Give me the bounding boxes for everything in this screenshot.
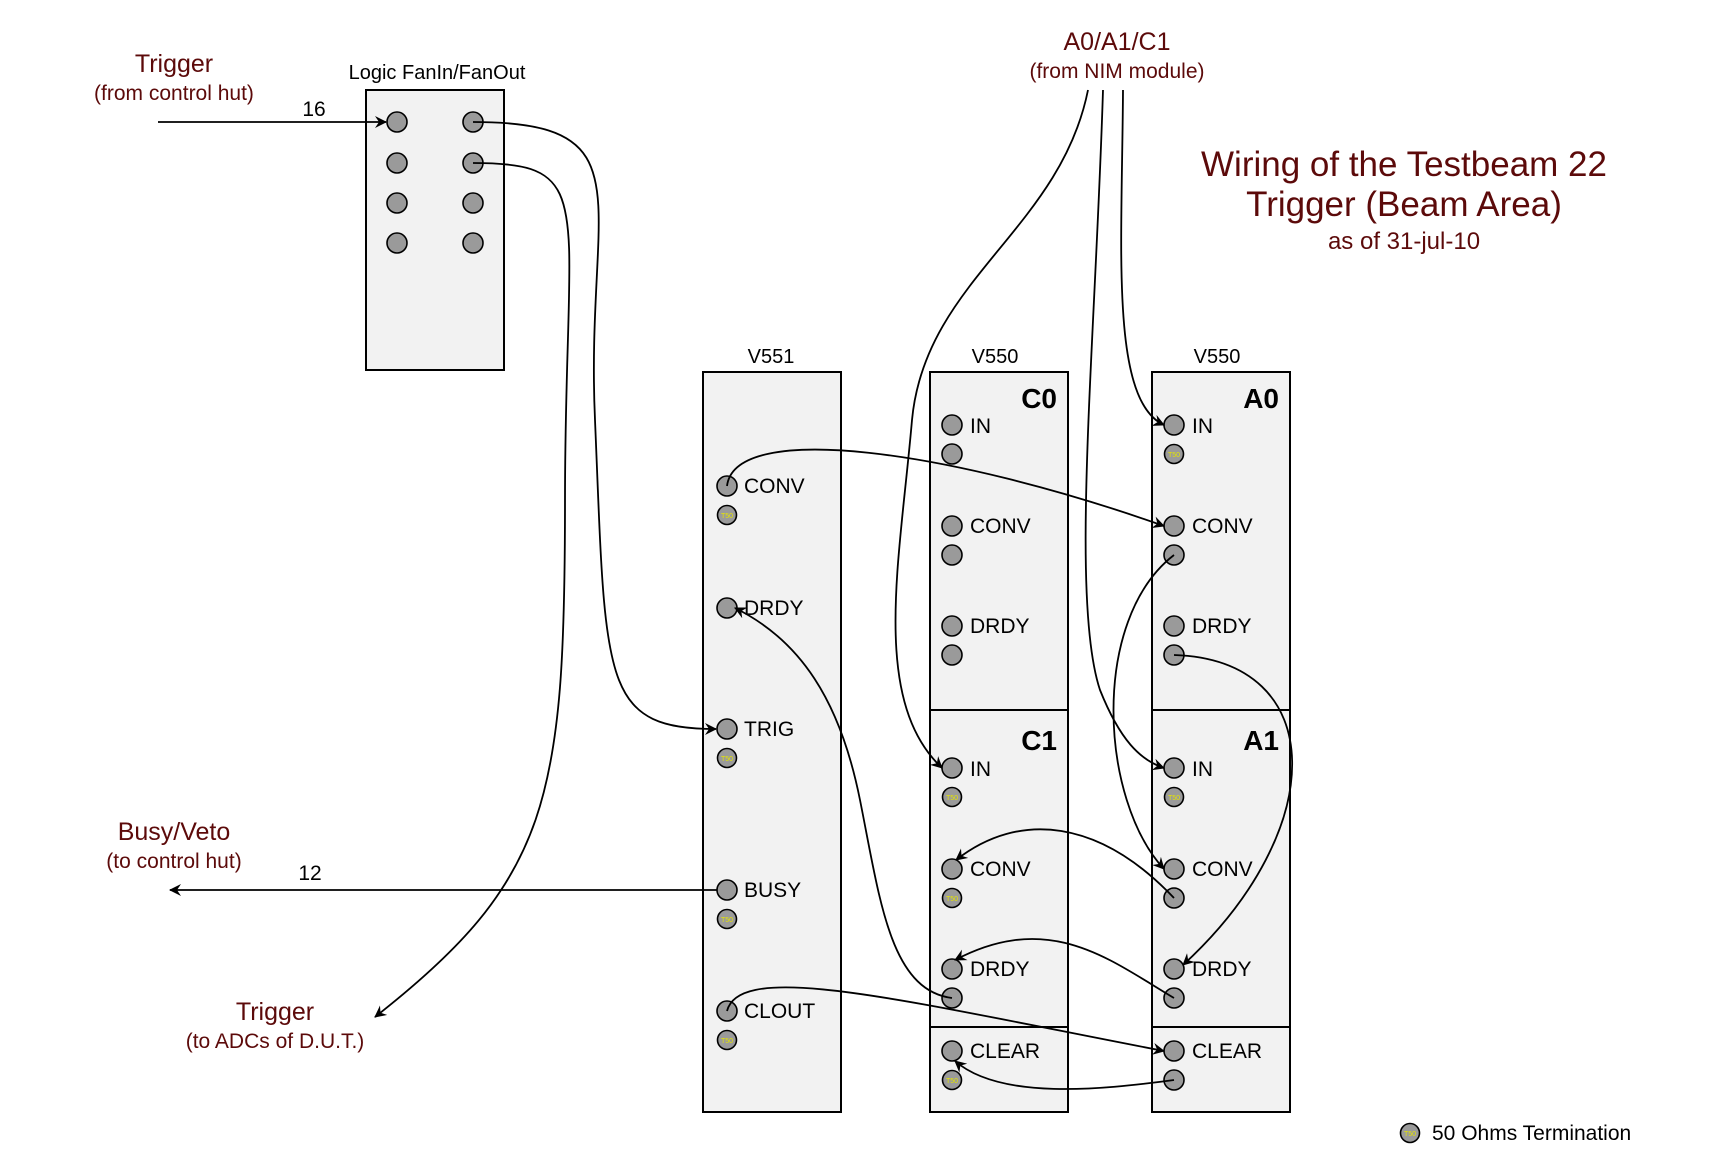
c1-in-connector: [941, 757, 963, 779]
a-clear-connector: [1163, 1040, 1185, 1062]
svg-text:Trigger (Beam Area): Trigger (Beam Area): [1246, 185, 1562, 224]
svg-text:12: 12: [298, 862, 321, 885]
svg-text:V550: V550: [972, 346, 1019, 368]
svg-text:Wiring of the Testbeam 22: Wiring of the Testbeam 22: [1201, 145, 1607, 184]
fanout-output-3: [462, 192, 484, 214]
svg-text:CONV: CONV: [970, 858, 1031, 881]
svg-text:DRDY: DRDY: [970, 958, 1030, 981]
nim-module-label: A0/A1/C1 (from NIM module): [1029, 28, 1204, 83]
v551-module: V551 CONV DRDY TRIG BUSY CLOUT: [702, 346, 842, 1113]
svg-text:(to control hut): (to control hut): [106, 850, 241, 873]
svg-text:IN: IN: [970, 758, 991, 781]
svg-text:(to ADCs of D.U.T.): (to ADCs of D.U.T.): [186, 1030, 365, 1053]
a1-drdy-connector: [1163, 958, 1185, 980]
svg-text:Busy/Veto: Busy/Veto: [118, 818, 231, 846]
c1-conv-connector: [941, 858, 963, 880]
fanout-input-1: [386, 111, 408, 133]
svg-text:DRDY: DRDY: [1192, 615, 1252, 638]
svg-text:(from NIM module): (from NIM module): [1029, 60, 1204, 83]
a1-in-connector: [1163, 757, 1185, 779]
svg-text:IN: IN: [970, 415, 991, 438]
busy-veto-label: Busy/Veto (to control hut) 12: [106, 818, 321, 885]
v550-c-module: V550 C0 IN CONV DRDY C1 IN CONV DRDY CLE…: [929, 346, 1069, 1113]
svg-text:V551: V551: [748, 346, 795, 368]
svg-text:Trigger: Trigger: [135, 50, 213, 78]
a0-drdy-connector: [1163, 615, 1185, 637]
svg-text:TRIG: TRIG: [744, 718, 794, 741]
svg-text:IN: IN: [1192, 758, 1213, 781]
fanout-input-3: [386, 192, 408, 214]
c0-conv-connector: [941, 515, 963, 537]
svg-text:A0/A1/C1: A0/A1/C1: [1063, 28, 1170, 56]
c0-drdy-connector: [941, 615, 963, 637]
wires: [158, 89, 1293, 1090]
svg-text:50 Ohms Termination: 50 Ohms Termination: [1432, 1122, 1631, 1145]
svg-text:Logic FanIn/FanOut: Logic FanIn/FanOut: [349, 62, 526, 84]
svg-text:DRDY: DRDY: [1192, 958, 1252, 981]
fanout-output-4: [462, 232, 484, 254]
diagram-title: Wiring of the Testbeam 22 Trigger (Beam …: [1201, 145, 1607, 255]
a0-in-connector: [1163, 414, 1185, 436]
svg-text:V550: V550: [1194, 346, 1241, 368]
svg-text:CONV: CONV: [970, 515, 1031, 538]
svg-text:(from control hut): (from control hut): [94, 82, 254, 105]
v551-trig-connector: [716, 718, 738, 740]
logic-fanin-fanout-module: Logic FanIn/FanOut: [349, 62, 526, 371]
svg-text:C1: C1: [1021, 725, 1057, 756]
svg-text:DRDY: DRDY: [970, 615, 1030, 638]
fanout-input-2: [386, 152, 408, 174]
svg-text:16: 16: [302, 98, 325, 121]
svg-text:BUSY: BUSY: [744, 879, 801, 902]
a0-conv-connector: [1163, 515, 1185, 537]
c-clear-connector: [941, 1040, 963, 1062]
c1-drdy-connector: [941, 958, 963, 980]
svg-text:A1: A1: [1243, 725, 1279, 756]
svg-text:CONV: CONV: [1192, 858, 1253, 881]
svg-text:A0: A0: [1243, 383, 1279, 414]
trigger-from-control-hut-label: Trigger (from control hut) 16: [94, 50, 326, 121]
svg-text:CLEAR: CLEAR: [1192, 1040, 1262, 1063]
trigger-to-dut-label: Trigger (to ADCs of D.U.T.): [186, 998, 365, 1053]
svg-text:as of 31-jul-10: as of 31-jul-10: [1328, 228, 1480, 255]
svg-text:CLOUT: CLOUT: [744, 1000, 815, 1023]
c0-in-connector: [941, 414, 963, 436]
svg-text:Trigger: Trigger: [236, 998, 314, 1026]
svg-text:DRDY: DRDY: [744, 597, 804, 620]
svg-text:C0: C0: [1021, 383, 1057, 414]
v551-busy-connector: [716, 879, 738, 901]
v550-a-module: V550 A0 IN CONV DRDY A1 IN CONV DRDY CLE…: [1151, 346, 1291, 1113]
svg-text:CONV: CONV: [1192, 515, 1253, 538]
fanout-input-4: [386, 232, 408, 254]
legend-50-ohm-termination: 50 Ohms Termination: [1399, 1122, 1631, 1145]
svg-text:IN: IN: [1192, 415, 1213, 438]
svg-text:CLEAR: CLEAR: [970, 1040, 1040, 1063]
v551-drdy-connector: [716, 597, 738, 619]
svg-text:CONV: CONV: [744, 475, 805, 498]
a1-conv-connector: [1163, 858, 1185, 880]
